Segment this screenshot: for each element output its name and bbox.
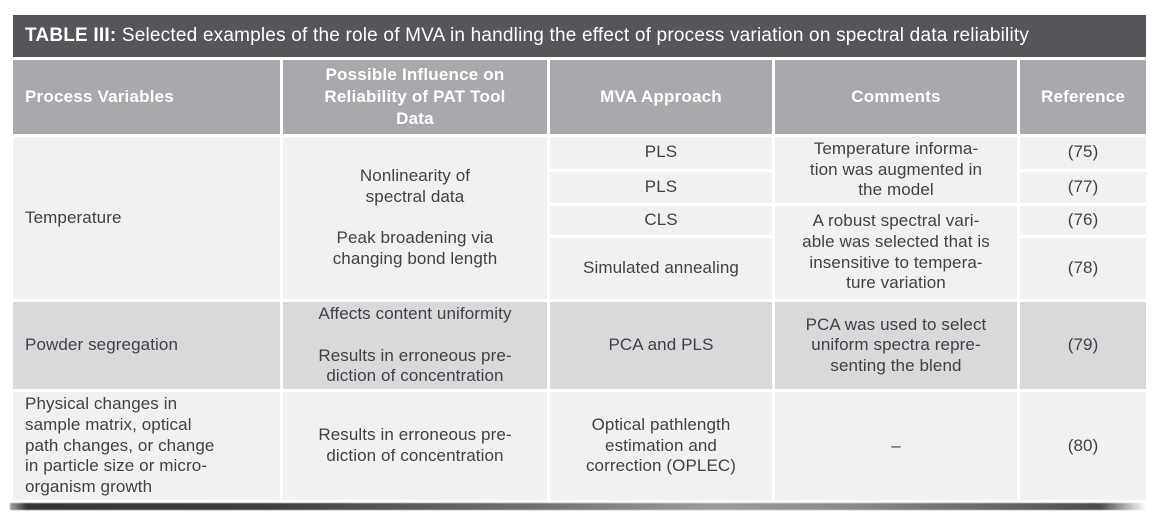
cell-process-variable-physical: Physical changes in sample matrix, optic… [10, 389, 283, 503]
cell-influence-physical: Results in erroneous pre- diction of con… [280, 389, 550, 503]
table-row-temperature-1: Temperature Nonlinearity of spectral dat… [10, 133, 1150, 303]
cell-reference-75: (75) [1016, 134, 1150, 172]
cell-reference-77: (77) [1016, 168, 1150, 207]
cell-process-variable-powder: Powder segregation [10, 299, 283, 393]
column-header-reference: Reference [1016, 57, 1150, 137]
table-row-temperature-2: PLS (77) [12, 168, 1150, 207]
column-header-mva-approach: MVA Approach [547, 57, 775, 137]
column-header-comments: Comments [772, 57, 1020, 137]
cell-influence-powder: Affects content uniformity Results in er… [280, 299, 550, 393]
table-row-physical-changes: Physical changes in sample matrix, optic… [10, 389, 1150, 503]
table-bottom-shadow [10, 502, 1146, 510]
page: TABLE III: Selected examples of the role… [9, 12, 1150, 510]
table-row-temperature-3: CLS A robust spectral vari- able was sel… [12, 203, 1150, 303]
cell-comment-temperature-robust-variable: A robust spectral vari- able was selecte… [772, 203, 1020, 303]
column-header-possible-influence: Possible Influence on Reliability of PAT… [280, 57, 550, 137]
table-header-row: Process Variables Possible Influence on … [10, 57, 1150, 137]
cell-reference-76: (76) [1016, 203, 1150, 239]
cell-mva-pca-and-pls: PCA and PLS [547, 299, 775, 393]
cell-reference-79: (79) [1016, 299, 1150, 393]
table-row-powder-segregation: Powder segregation Affects content unifo… [10, 299, 1150, 393]
cell-mva-oplec: Optical pathlength estimation and correc… [547, 389, 775, 503]
cell-mva-pls-2: PLS [547, 168, 775, 207]
cell-reference-78: (78) [1016, 235, 1150, 303]
table-title-label: TABLE III: [25, 25, 117, 46]
table-title-row: TABLE III: Selected examples of the role… [9, 12, 1150, 60]
cell-reference-80: (80) [1016, 389, 1150, 503]
table-title: TABLE III: Selected examples of the role… [9, 12, 1150, 60]
cell-mva-cls: CLS [547, 203, 775, 239]
cell-mva-simulated-annealing: Simulated annealing [547, 235, 775, 303]
table-title-text: Selected examples of the role of MVA in … [116, 25, 1030, 46]
cell-comment-temperature-augmented: Temperature informa- tion was augmented … [772, 133, 1020, 207]
column-header-process-variables: Process Variables [10, 57, 283, 137]
table-iii: TABLE III: Selected examples of the role… [9, 12, 1150, 503]
cell-influence-temperature: Nonlinearity of spectral data Peak broad… [280, 133, 550, 303]
table-row-temperature-4: Simulated annealing (78) [12, 235, 1150, 303]
cell-comment-powder: PCA was used to select uniform spectra r… [772, 299, 1020, 393]
cell-mva-pls-1: PLS [547, 134, 775, 172]
cell-process-variable-temperature: Temperature [10, 133, 283, 303]
cell-comment-physical-dash: – [772, 389, 1020, 503]
